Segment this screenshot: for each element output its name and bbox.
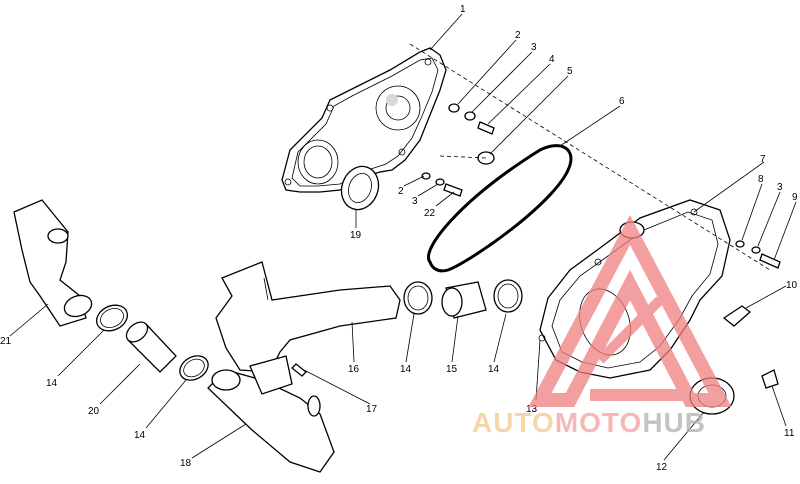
- intake-duct-part-21: [13, 199, 93, 327]
- watermark-text-moto: MOTO: [555, 407, 642, 438]
- seal-part-19: [340, 165, 380, 211]
- inner-cover-part-1: [281, 47, 447, 193]
- callout-10: 10: [786, 280, 798, 291]
- leader-lines: [9, 13, 797, 461]
- callout-22: 22: [424, 208, 436, 219]
- callout-19: 19: [350, 230, 362, 241]
- callout-17: 17: [366, 404, 378, 415]
- callout-2: 2: [515, 30, 521, 41]
- callout-16: 16: [348, 364, 360, 375]
- duct-part-16: [215, 261, 401, 395]
- watermark-text-hub: HUB: [642, 407, 706, 438]
- callout-9: 9: [792, 192, 798, 203]
- callout-13: 13: [526, 404, 538, 415]
- coupler-part-15: [441, 281, 487, 319]
- callout-15: 15: [446, 364, 458, 375]
- plate-part-11: [761, 369, 779, 389]
- svg-text:AUTOMOTOHUB: AUTOMOTOHUB: [472, 407, 706, 438]
- clamp-part-14-b: [179, 355, 209, 381]
- clip-part-10: [722, 305, 752, 327]
- callout-3-lower: 3: [412, 196, 418, 207]
- callout-7: 7: [760, 154, 766, 165]
- callout-11: 11: [784, 428, 795, 439]
- clamp-part-14-c: [403, 281, 433, 315]
- hardware-top-2-3-4: [448, 103, 495, 165]
- callout-14-a: 14: [46, 378, 58, 389]
- callout-6: 6: [619, 96, 625, 107]
- callout-18: 18: [180, 458, 192, 469]
- callout-20: 20: [88, 406, 100, 417]
- callout-21: 21: [0, 336, 12, 347]
- automotohub-watermark: AUTOMOTOHUB: [472, 215, 732, 438]
- clamp-part-14-d: [493, 279, 523, 313]
- watermark-logo: [528, 215, 732, 407]
- callout-5: 5: [567, 66, 573, 77]
- callout-3: 3: [531, 42, 537, 53]
- callout-12: 12: [656, 462, 668, 473]
- callout-14-c: 14: [400, 364, 412, 375]
- coupler-part-20: [125, 321, 177, 373]
- lower-duct-part-18: [207, 369, 335, 473]
- callout-4: 4: [549, 54, 555, 65]
- drive-belt-part-6: [427, 144, 573, 273]
- callout-2-lower: 2: [398, 186, 404, 197]
- hardware-lower-2-3-22: [421, 172, 463, 197]
- callout-1: 1: [460, 4, 466, 15]
- clamp-part-14-a: [95, 304, 129, 332]
- watermark-text-auto: AUTO: [472, 407, 555, 438]
- callout-labels: 1 2 3 4 5 6 7 8 3 9 10 2 3 22 19 21 14 2…: [0, 4, 798, 473]
- screw-part-17: [291, 363, 307, 377]
- callout-14-d: 14: [488, 364, 500, 375]
- callout-3-right: 3: [777, 182, 783, 193]
- callout-8: 8: [758, 174, 764, 185]
- callout-14-b: 14: [134, 430, 146, 441]
